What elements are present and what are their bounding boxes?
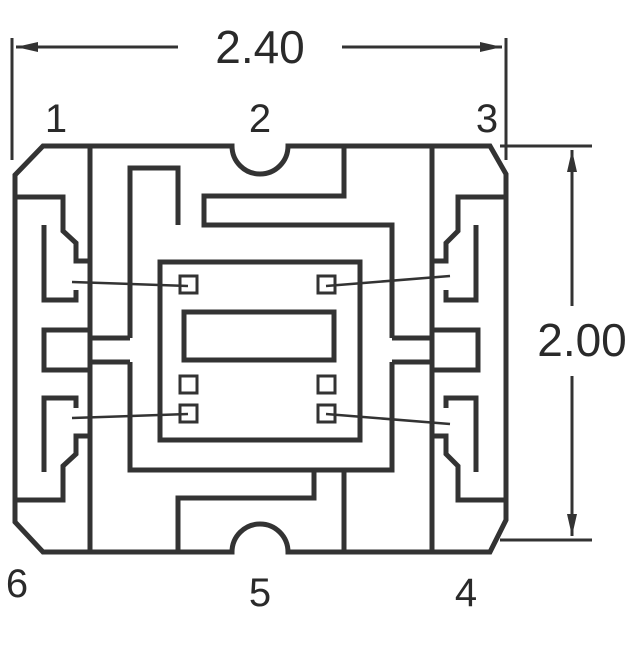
bond-pad-top-left: [178, 274, 199, 295]
height-dimension-label: 2.00: [537, 314, 627, 366]
pad-frame-left: [127, 165, 181, 338]
bond-pad-mid-right: [316, 374, 337, 395]
pad-lead-pin-2: [201, 146, 395, 338]
lead-pin-6-contact: [15, 433, 92, 503]
die: [157, 259, 363, 443]
bond-wire-pin-1: [71, 280, 189, 288]
lead-pin-3-contact: [430, 194, 506, 264]
pad-lead-pin-5: [175, 470, 317, 552]
die-active-area: [181, 309, 337, 363]
lead-pin-1-finger: [41, 225, 79, 303]
lead-pin-4-finger: [443, 395, 479, 472]
lead-pin-1-contact: [15, 194, 92, 264]
width-dimension-label: 2.40: [215, 21, 305, 73]
package-outline: [12, 143, 509, 555]
pin-1-label: 1: [45, 97, 67, 141]
lead-pin-4-contact: [430, 433, 506, 503]
lead-pin-6-finger: [41, 395, 79, 472]
pin-5-label: 5: [249, 571, 271, 615]
bond-wire-pin-4: [325, 412, 451, 426]
bond-wire-pin-6: [71, 412, 189, 420]
bond-wire-pin-3: [325, 274, 451, 288]
pin-3-label: 3: [476, 97, 498, 141]
height-dimension: 2.00: [500, 144, 627, 542]
width-dimension: 2.40: [10, 21, 508, 160]
pin-4-label: 4: [455, 571, 477, 615]
die-outline: [157, 259, 363, 443]
pin-2-label: 2: [249, 97, 271, 141]
pin-6-label: 6: [6, 562, 28, 606]
side-pad-left: [41, 327, 93, 373]
side-pad-right: [429, 327, 481, 373]
bond-wires: [71, 274, 451, 426]
lead-pin-3-finger: [443, 225, 479, 303]
bond-pad-mid-left: [178, 374, 199, 395]
